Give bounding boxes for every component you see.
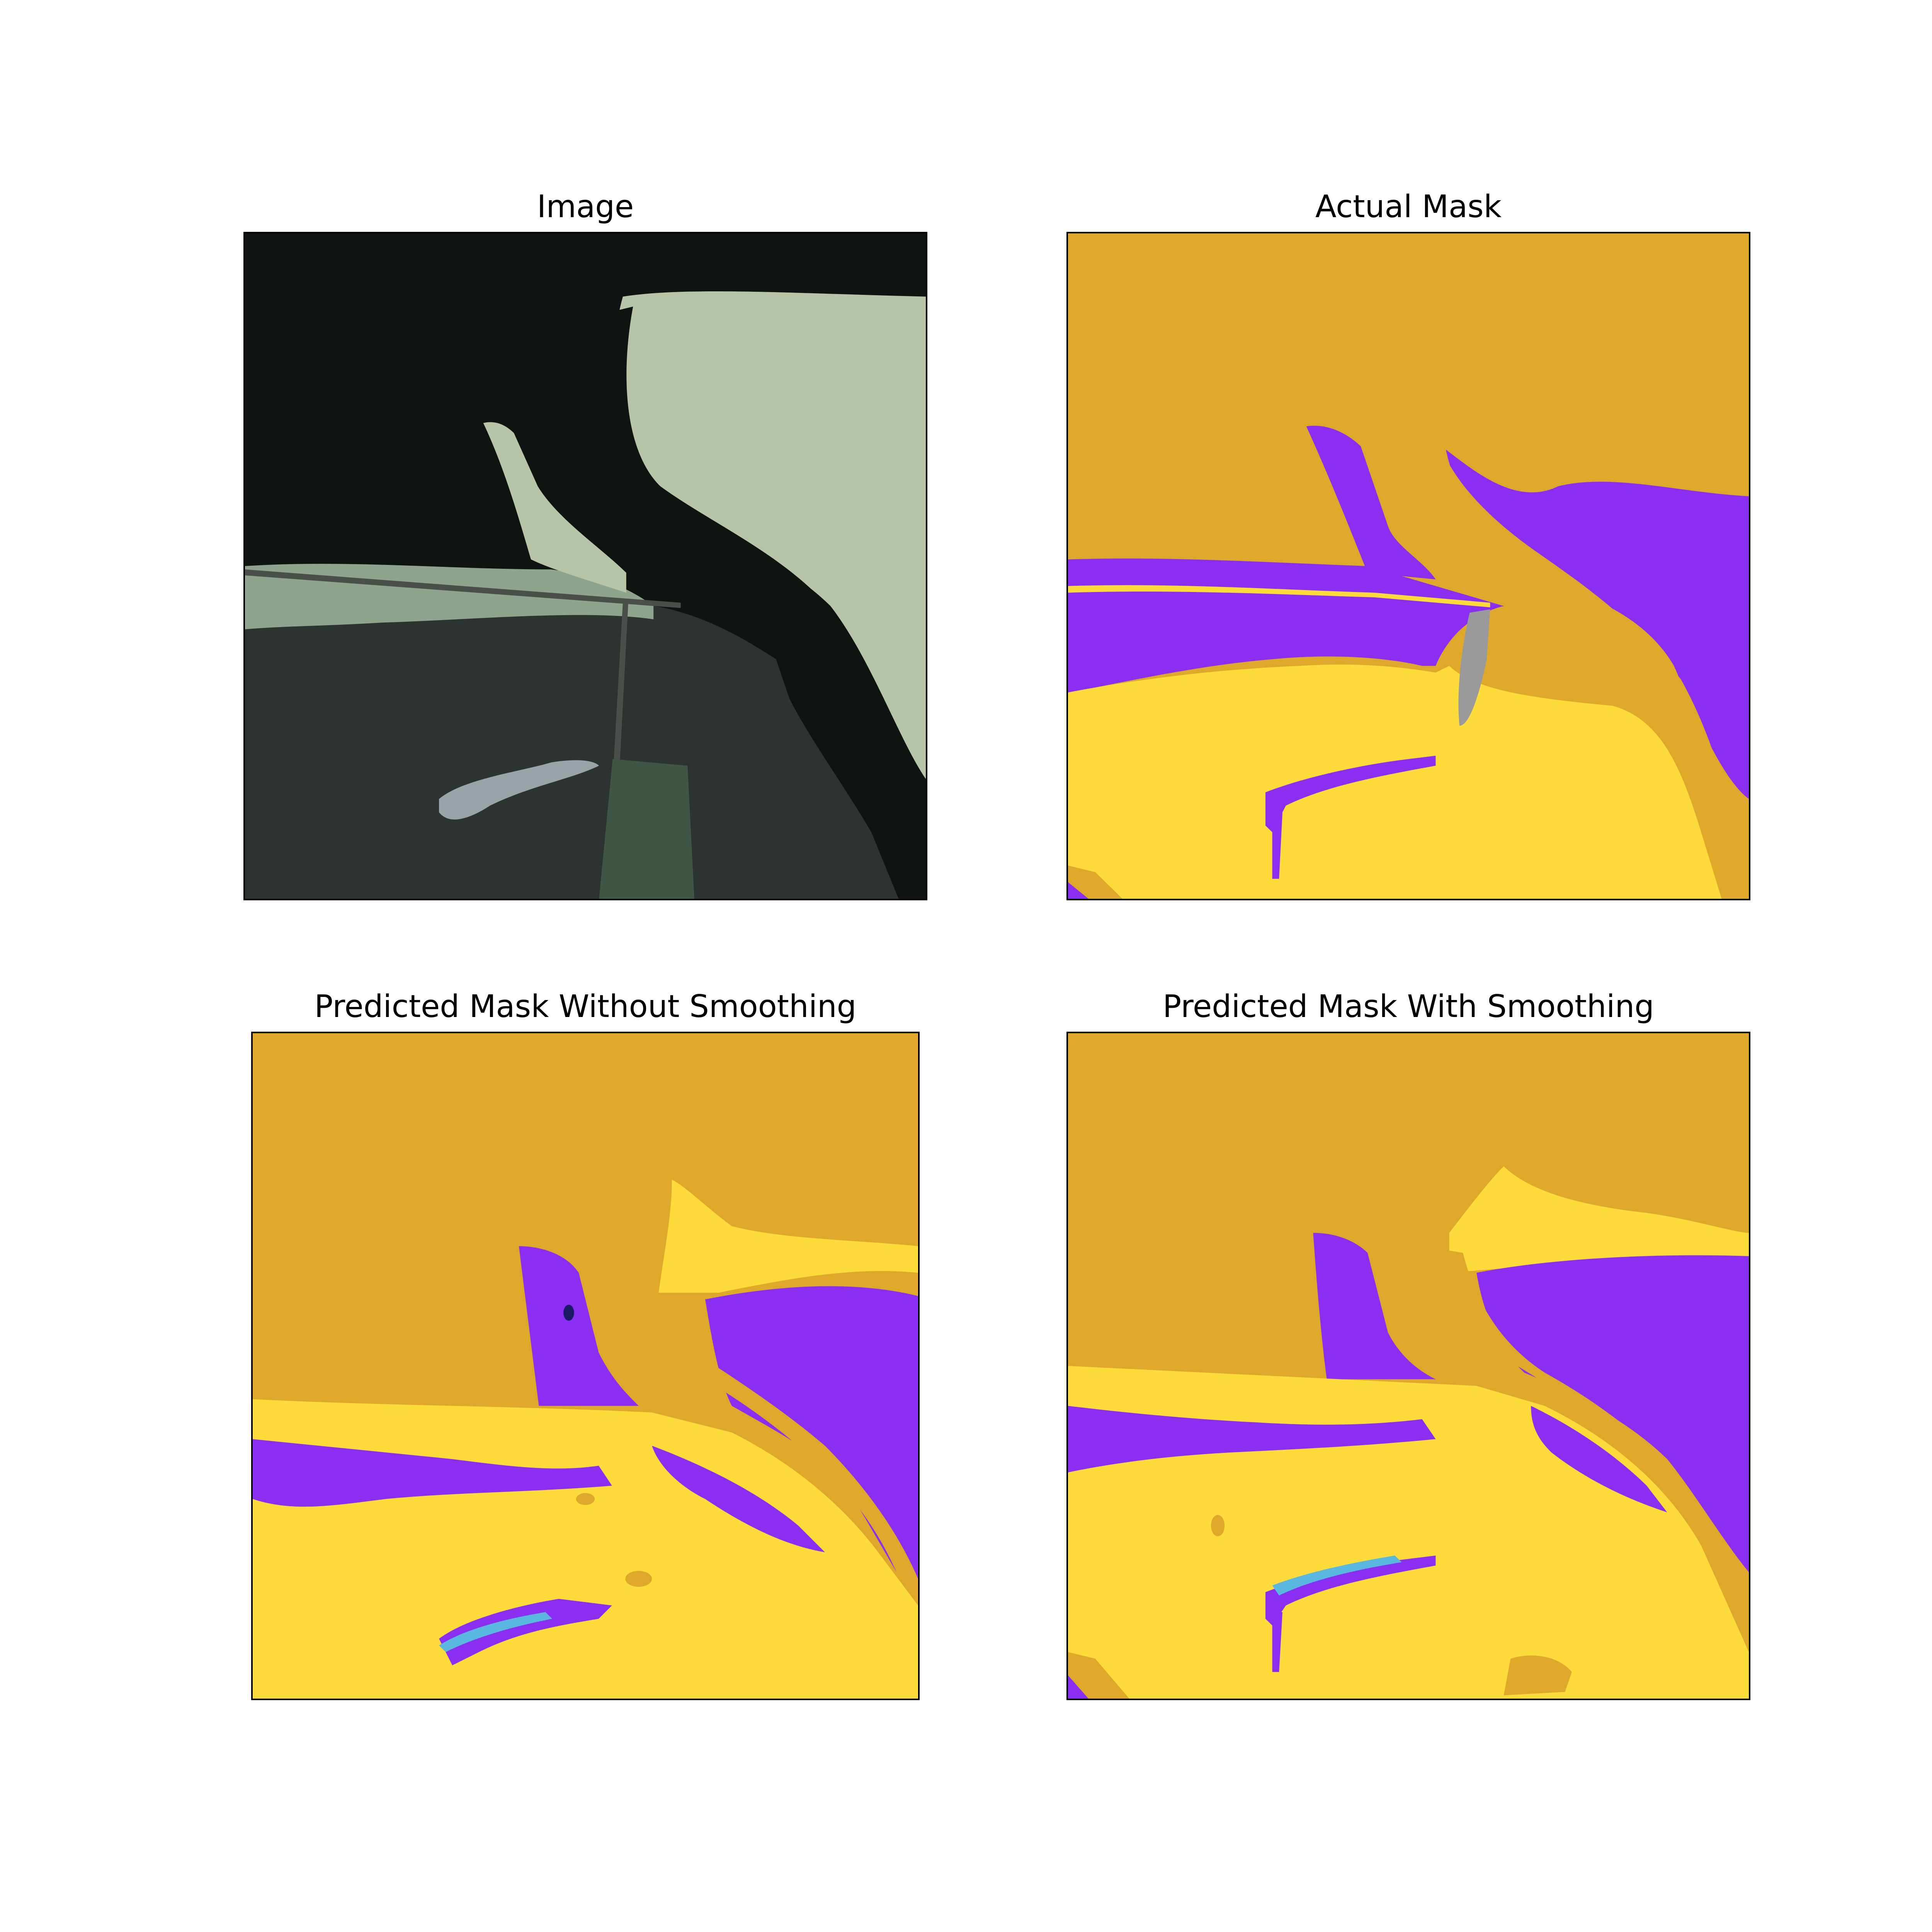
predicted-without-smoothing-panel xyxy=(251,1032,920,1700)
satellite-image xyxy=(245,233,926,899)
actual-mask xyxy=(1068,233,1749,899)
panel-title-predicted-without-smoothing: Predicted Mask Without Smoothing xyxy=(314,988,857,1024)
predicted-mask-without-smoothing xyxy=(253,1033,918,1699)
actual-mask-panel xyxy=(1066,232,1750,900)
panel-title-predicted-with-smoothing: Predicted Mask With Smoothing xyxy=(1163,988,1654,1024)
panel-title-actual-mask: Actual Mask xyxy=(1315,189,1502,224)
panel-title-image: Image xyxy=(537,189,634,224)
predicted-mask-with-smoothing xyxy=(1068,1033,1749,1699)
predicted-with-smoothing-panel xyxy=(1066,1032,1750,1700)
satellite-image-panel xyxy=(243,232,927,900)
